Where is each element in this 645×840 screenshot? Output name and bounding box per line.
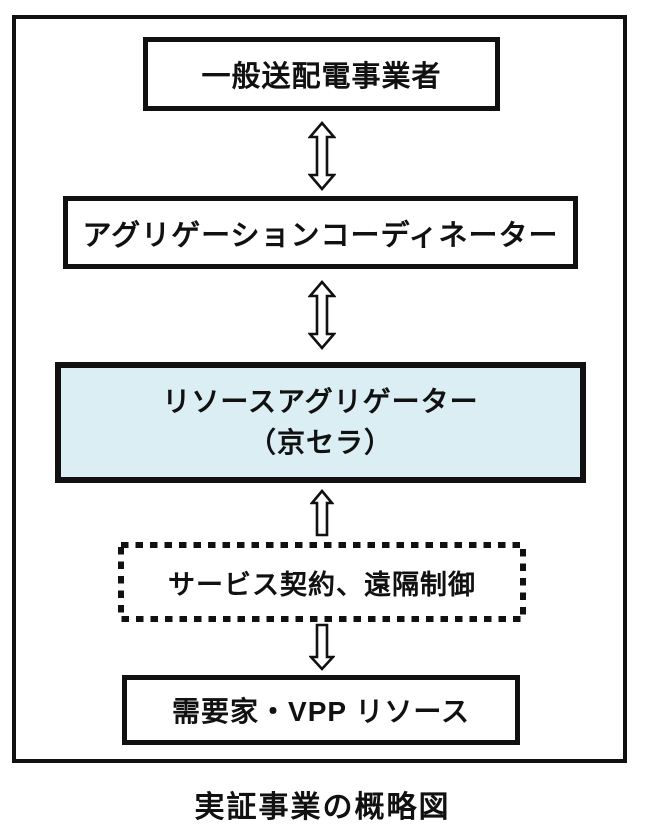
node-resource-aggregator-kyocera: リソースアグリゲーター （京セラ）	[55, 362, 586, 483]
down-arrow-icon	[308, 623, 336, 671]
double-vertical-arrow-icon	[307, 121, 337, 191]
node-grid-operator: 一般送配電事業者	[143, 37, 500, 111]
node-service-contract-remote-control: サービス契約、遠隔制御	[118, 542, 526, 622]
diagram-caption: 実証事業の概略図	[194, 791, 451, 824]
node-service-contract-label: サービス契約、遠隔制御	[168, 569, 476, 600]
node-resource-aggregator-label: リソースアグリゲーター （京セラ）	[162, 385, 479, 458]
node-consumer-vpp-resource-label: 需要家・VPP リソース	[172, 696, 470, 727]
node-aggregation-coordinator: アグリゲーションコーディネーター	[63, 196, 578, 269]
node-consumer-vpp-resource: 需要家・VPP リソース	[122, 675, 520, 745]
node-grid-operator-label: 一般送配電事業者	[201, 61, 442, 93]
up-arrow-icon	[309, 488, 335, 537]
node-aggregation-coordinator-label: アグリゲーションコーディネーター	[82, 219, 559, 252]
double-vertical-arrow-icon	[307, 280, 337, 350]
